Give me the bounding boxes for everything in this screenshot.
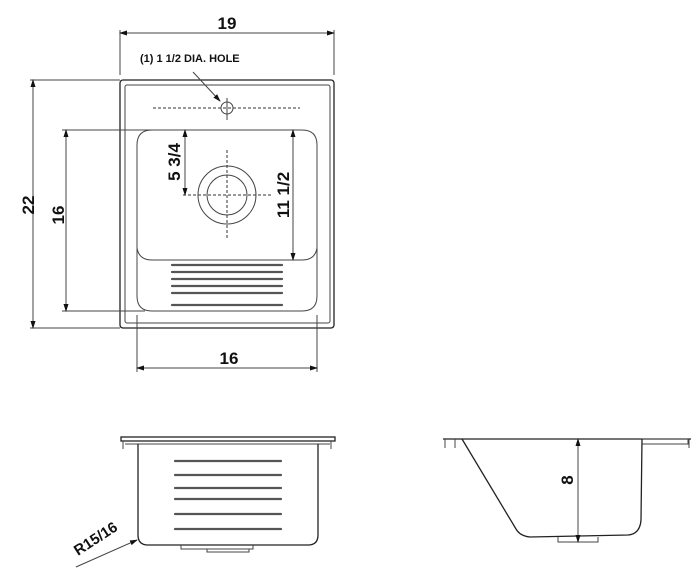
dimension-bowl-length: 16 bbox=[49, 206, 68, 225]
bowl-floor-edge bbox=[136, 247, 318, 261]
hole-leader-arrow bbox=[192, 71, 221, 102]
top-view: (1) 1 1/2 DIA. HOLE 19 22 16 5 3/4 11 1/… bbox=[19, 14, 335, 372]
drain-bump bbox=[180, 545, 254, 553]
front-view: R15/16 bbox=[71, 436, 336, 568]
dimension-bowl-floor: 11 1/2 bbox=[274, 172, 293, 218]
bowl-outline bbox=[136, 129, 318, 312]
dimension-bowl-width: 16 bbox=[220, 349, 239, 368]
dimension-drain-offset: 5 3/4 bbox=[165, 143, 184, 181]
dimension-depth: 8 bbox=[558, 475, 577, 484]
dimension-overall-width: 19 bbox=[218, 14, 237, 33]
hole-note: (1) 1 1/2 DIA. HOLE bbox=[140, 53, 240, 65]
dimension-overall-length: 22 bbox=[19, 196, 38, 215]
radius-leader bbox=[75, 539, 138, 568]
washboard-ribs bbox=[170, 263, 284, 307]
side-view: 8 bbox=[443, 438, 691, 543]
sink-outer-rim bbox=[119, 79, 335, 329]
dimension-corner-radius: R15/16 bbox=[71, 519, 121, 560]
front-body bbox=[137, 444, 319, 546]
front-ribs bbox=[173, 459, 283, 531]
side-body bbox=[461, 438, 643, 538]
sink-inner-rim bbox=[124, 84, 331, 324]
front-flange bbox=[120, 436, 336, 442]
